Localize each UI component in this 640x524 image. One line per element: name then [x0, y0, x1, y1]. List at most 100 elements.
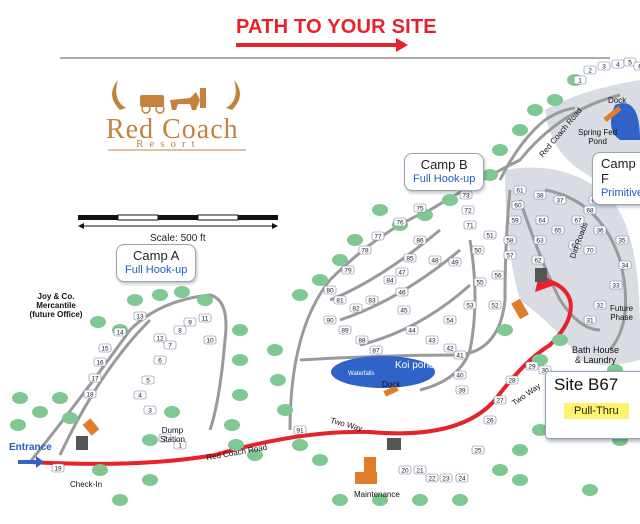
campsite-marker[interactable]: 52 — [488, 300, 502, 309]
campsite-marker[interactable]: 65 — [551, 225, 565, 234]
camp-a-label[interactable]: Camp A Full Hook-up — [116, 244, 197, 282]
campsite-marker[interactable]: 53 — [463, 300, 477, 309]
campsite-pad[interactable] — [618, 260, 632, 270]
campsite-marker[interactable]: 71 — [463, 220, 477, 229]
campsite-pad[interactable] — [369, 345, 383, 355]
campsite-pad[interactable] — [535, 215, 549, 225]
campsite-marker[interactable]: 42 — [443, 343, 457, 353]
campsite-marker[interactable]: 67 — [571, 215, 585, 225]
campsite-pad[interactable] — [88, 373, 102, 383]
campsite-marker[interactable]: 55 — [473, 277, 487, 287]
campsite-marker[interactable]: 9 — [183, 317, 197, 326]
campsite-pad[interactable] — [395, 267, 409, 277]
campsite-marker[interactable]: 1 — [173, 440, 187, 449]
campsite-marker[interactable]: 39 — [455, 385, 469, 395]
campsite-marker[interactable]: 17 — [88, 373, 102, 383]
campsite-marker[interactable]: 79 — [341, 265, 355, 275]
campsite-pad[interactable] — [473, 277, 487, 287]
campsite-pad[interactable] — [413, 235, 427, 245]
campsite-marker[interactable]: 16 — [93, 357, 107, 367]
campsite-marker[interactable]: 8 — [173, 325, 187, 334]
campsite-marker[interactable]: 60 — [511, 200, 525, 210]
campsite-pad[interactable] — [439, 473, 453, 483]
campsite-pad[interactable] — [525, 361, 539, 371]
campsite-pad[interactable] — [583, 205, 597, 215]
campsite-pad[interactable] — [428, 255, 442, 265]
campsite-marker[interactable]: 12 — [153, 333, 167, 343]
campsite-pad[interactable] — [153, 333, 167, 343]
campsite-marker[interactable]: 86 — [413, 235, 427, 245]
campsite-pad[interactable] — [471, 445, 485, 455]
campsite-marker[interactable]: 88 — [355, 335, 369, 344]
camp-b-label[interactable]: Camp B Full Hook-up — [404, 153, 485, 191]
campsite-marker[interactable]: 58 — [503, 235, 517, 244]
campsite-pad[interactable] — [83, 389, 97, 399]
campsite-pad[interactable] — [395, 287, 409, 297]
campsite-pad[interactable] — [583, 245, 597, 255]
campsite-marker[interactable]: 14 — [113, 327, 127, 337]
campsite-pad[interactable] — [443, 343, 457, 353]
campsite-marker[interactable]: 48 — [428, 255, 442, 265]
campsite-pad[interactable] — [553, 195, 567, 205]
campsite-pad[interactable] — [51, 463, 65, 473]
campsite-marker[interactable]: 21 — [413, 465, 427, 474]
campsite-pad[interactable] — [153, 355, 167, 365]
campsite-pad[interactable] — [98, 343, 112, 353]
campsite-marker[interactable]: 18 — [83, 389, 97, 399]
campsite-marker[interactable]: 7 — [163, 340, 177, 349]
campsite-marker[interactable]: 23 — [439, 473, 453, 483]
campsite-pad[interactable] — [493, 395, 507, 405]
campsite-marker[interactable]: 49 — [448, 257, 462, 267]
camp-f-label[interactable]: Camp F Primitive — [592, 152, 640, 205]
campsite-pad[interactable] — [397, 305, 411, 315]
campsite-pad[interactable] — [533, 235, 547, 245]
campsite-pad[interactable] — [508, 215, 522, 225]
campsite-marker[interactable]: 20 — [398, 465, 412, 474]
campsite-marker[interactable]: 4 — [133, 390, 147, 400]
campsite-pad[interactable] — [455, 385, 469, 395]
campsite-marker[interactable]: 6 — [153, 355, 167, 365]
campsite-pad[interactable] — [371, 231, 385, 241]
campsite-pad[interactable] — [568, 240, 582, 250]
campsite-pad[interactable] — [333, 295, 347, 305]
campsite-pad[interactable] — [633, 61, 640, 71]
campsite-pad[interactable] — [393, 217, 407, 227]
campsite-pad[interactable] — [203, 335, 217, 345]
campsite-pad[interactable] — [383, 275, 397, 285]
campsite-pad[interactable] — [113, 327, 127, 337]
campsite-marker[interactable]: 13 — [133, 311, 147, 321]
campsite-pad[interactable] — [459, 190, 473, 200]
campsite-pad[interactable] — [511, 200, 525, 210]
campsite-marker[interactable]: 76 — [393, 217, 407, 227]
campsite-pad[interactable] — [461, 205, 475, 215]
campsite-pad[interactable] — [133, 311, 147, 321]
campsite-marker[interactable]: 5 — [141, 375, 155, 384]
campsite-marker[interactable]: 34 — [618, 260, 632, 270]
campsite-pad[interactable] — [448, 257, 462, 267]
campsite-marker[interactable]: 66 — [568, 240, 582, 250]
campsite-pad[interactable] — [571, 215, 585, 225]
campsite-marker[interactable]: 77 — [371, 231, 385, 241]
campsite-marker[interactable]: 37 — [553, 195, 567, 205]
campsite-pad[interactable] — [341, 265, 355, 275]
campsite-marker[interactable]: 72 — [461, 205, 475, 215]
campsite-pad[interactable] — [143, 405, 157, 415]
campsite-pad[interactable] — [513, 185, 527, 195]
campsite-pad[interactable] — [323, 285, 337, 295]
campsite-marker[interactable]: 61 — [513, 185, 527, 195]
campsite-marker[interactable]: 51 — [483, 230, 497, 239]
campsite-pad[interactable] — [413, 203, 427, 213]
campsite-marker[interactable]: 27 — [493, 395, 507, 405]
campsite-pad[interactable] — [358, 245, 372, 255]
campsite-marker[interactable]: 46 — [395, 287, 409, 297]
campsite-marker[interactable]: 2 — [583, 65, 597, 74]
campsite-pad[interactable] — [338, 325, 352, 335]
campsite-marker[interactable]: 15 — [98, 343, 112, 353]
campsite-pad[interactable] — [503, 250, 517, 260]
campsite-pad[interactable] — [593, 300, 607, 310]
campsite-pad[interactable] — [443, 315, 457, 325]
campsite-marker[interactable]: 4 — [611, 59, 625, 68]
campsite-marker[interactable]: 10 — [203, 335, 217, 345]
campsite-pad[interactable] — [93, 357, 107, 367]
campsite-pad[interactable] — [133, 390, 147, 400]
